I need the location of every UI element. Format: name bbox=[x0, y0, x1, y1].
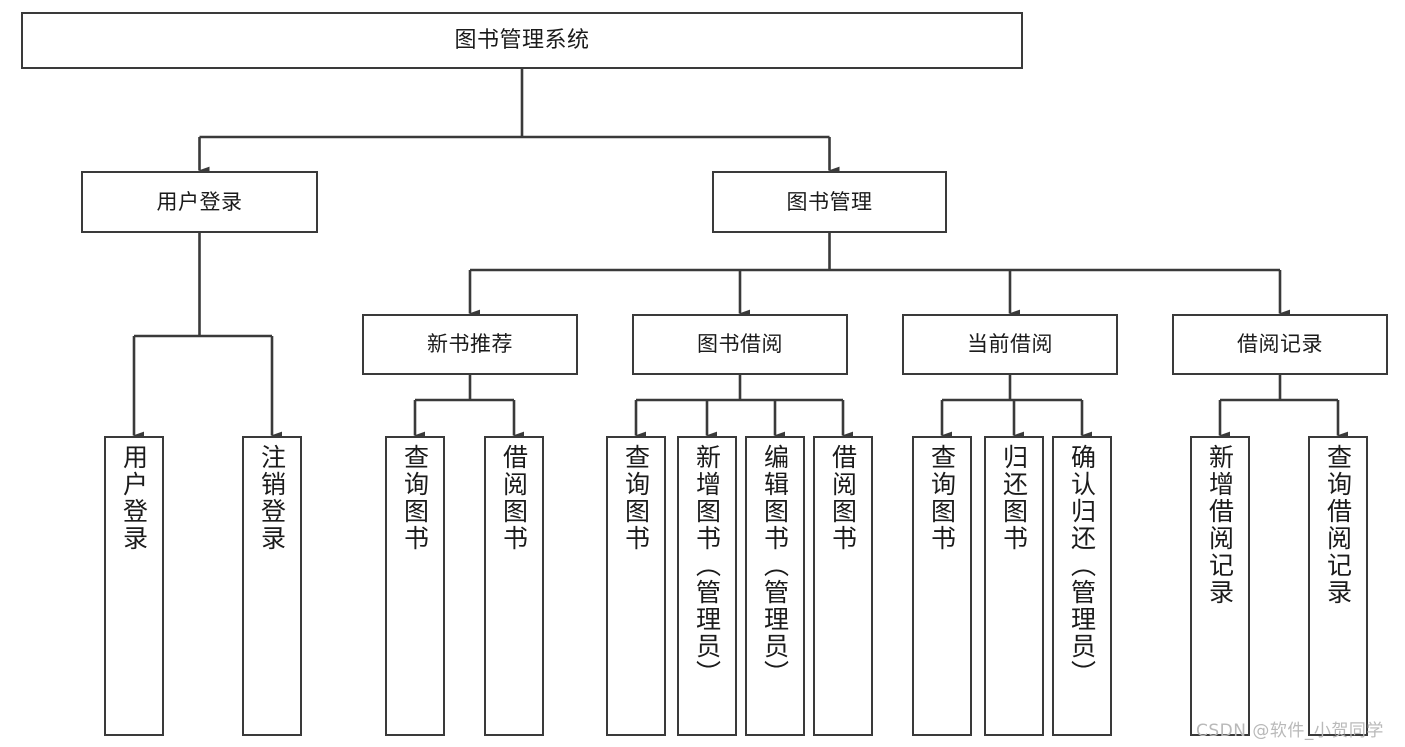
node-label: 确认归还（管理员） bbox=[1067, 444, 1097, 687]
node-label: 图书借阅 bbox=[697, 332, 783, 357]
node-label: 用户登录 bbox=[119, 444, 149, 552]
node-label: 注销登录 bbox=[257, 444, 287, 552]
node-leaf-13[interactable]: 查询借阅记录 bbox=[1308, 436, 1368, 736]
node-leaf-7[interactable]: 编辑图书（管理员） bbox=[745, 436, 805, 736]
node-new-book-rec[interactable]: 新书推荐 bbox=[362, 314, 578, 375]
node-label: 查询图书 bbox=[400, 444, 430, 552]
node-label: 编辑图书（管理员） bbox=[760, 444, 790, 687]
node-label: 图书管理 bbox=[786, 189, 873, 214]
node-cur-borrow[interactable]: 当前借阅 bbox=[902, 314, 1118, 375]
node-label: 查询图书 bbox=[621, 444, 651, 552]
node-label: 查询图书 bbox=[927, 444, 957, 552]
node-leaf-2[interactable]: 注销登录 bbox=[242, 436, 302, 736]
node-user-login[interactable]: 用户登录 bbox=[81, 171, 318, 233]
node-leaf-1[interactable]: 用户登录 bbox=[104, 436, 164, 736]
node-label: 图书管理系统 bbox=[454, 27, 590, 53]
node-leaf-10[interactable]: 归还图书 bbox=[984, 436, 1044, 736]
node-borrow-log[interactable]: 借阅记录 bbox=[1172, 314, 1388, 375]
node-label: 借阅图书 bbox=[499, 444, 529, 552]
node-book-admin[interactable]: 图书管理 bbox=[712, 171, 947, 233]
node-leaf-12[interactable]: 新增借阅记录 bbox=[1190, 436, 1250, 736]
node-leaf-4[interactable]: 借阅图书 bbox=[484, 436, 544, 736]
node-label: 借阅记录 bbox=[1237, 332, 1323, 357]
node-leaf-11[interactable]: 确认归还（管理员） bbox=[1052, 436, 1112, 736]
node-root[interactable]: 图书管理系统 bbox=[21, 12, 1023, 69]
node-leaf-3[interactable]: 查询图书 bbox=[385, 436, 445, 736]
watermark-text: CSDN @软件_小贺同学 bbox=[1196, 721, 1384, 741]
node-leaf-6[interactable]: 新增图书（管理员） bbox=[677, 436, 737, 736]
node-label: 当前借阅 bbox=[967, 332, 1053, 357]
node-label: 用户登录 bbox=[156, 189, 243, 214]
node-leaf-9[interactable]: 查询图书 bbox=[912, 436, 972, 736]
node-label: 查询借阅记录 bbox=[1323, 444, 1353, 606]
node-label: 归还图书 bbox=[999, 444, 1029, 552]
node-label: 新增图书（管理员） bbox=[692, 444, 722, 687]
node-label: 新增借阅记录 bbox=[1205, 444, 1235, 606]
node-label: 新书推荐 bbox=[427, 332, 513, 357]
node-leaf-8[interactable]: 借阅图书 bbox=[813, 436, 873, 736]
node-book-borrow[interactable]: 图书借阅 bbox=[632, 314, 848, 375]
node-leaf-5[interactable]: 查询图书 bbox=[606, 436, 666, 736]
node-label: 借阅图书 bbox=[828, 444, 858, 552]
